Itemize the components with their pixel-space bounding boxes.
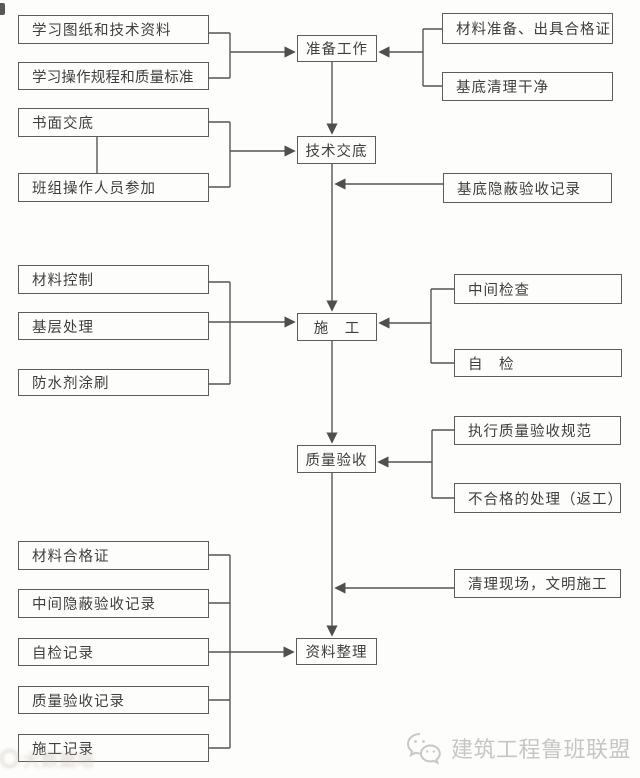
box-study-procedures: 学习操作规程和质量标准: [18, 62, 209, 90]
watermark: 大数据培: [0, 746, 95, 771]
box-quality-acceptance: 质量验收: [297, 445, 376, 473]
box-site-cleanup: 清理现场，文明施工: [454, 569, 621, 598]
watermark-logo-icon: [0, 749, 19, 768]
box-base-cleaning: 基底清理干净: [442, 72, 613, 101]
box-construction: 施 工: [297, 313, 377, 341]
box-self-check-records: 自检记录: [18, 638, 209, 666]
box-material-certificates: 材料合格证: [18, 541, 209, 570]
box-waterproof-brushing: 防水剂涂刷: [18, 369, 209, 396]
box-base-treatment: 基层处理: [18, 312, 209, 340]
box-written-disclosure: 书面交底: [18, 108, 209, 137]
box-base-concealed-record: 基底隐蔽验收记录: [443, 173, 612, 203]
wechat-logo-icon: [406, 733, 441, 765]
box-construction-records: 施工记录: [18, 734, 209, 762]
box-material-preparation: 材料准备、出具合格证: [442, 13, 613, 44]
box-material-control: 材料控制: [18, 265, 209, 294]
box-quality-acceptance-records: 质量验收记录: [18, 686, 209, 714]
box-execute-standards: 执行质量验收规范: [454, 416, 621, 445]
box-study-drawings: 学习图纸和技术资料: [18, 15, 209, 44]
brand-footer: 建筑工程鲁班联盟: [404, 728, 631, 768]
box-data-collation: 资料整理: [296, 638, 377, 665]
box-interim-concealed-records: 中间隐蔽验收记录: [18, 589, 209, 618]
box-nonconforming-handling: 不合格的处理（返工）: [454, 483, 622, 513]
edge-artifact: [0, 3, 5, 15]
box-team-participation: 班组操作人员参加: [18, 173, 209, 202]
box-interim-inspection: 中间检查: [454, 274, 622, 304]
box-prepare-work: 准备工作: [297, 35, 377, 62]
box-self-inspection: 自 检: [454, 349, 622, 377]
box-technical-disclosure: 技术交底: [297, 136, 376, 164]
brand-name: 建筑工程鲁班联盟: [451, 737, 632, 762]
watermark-text: 大数据培: [23, 751, 95, 770]
